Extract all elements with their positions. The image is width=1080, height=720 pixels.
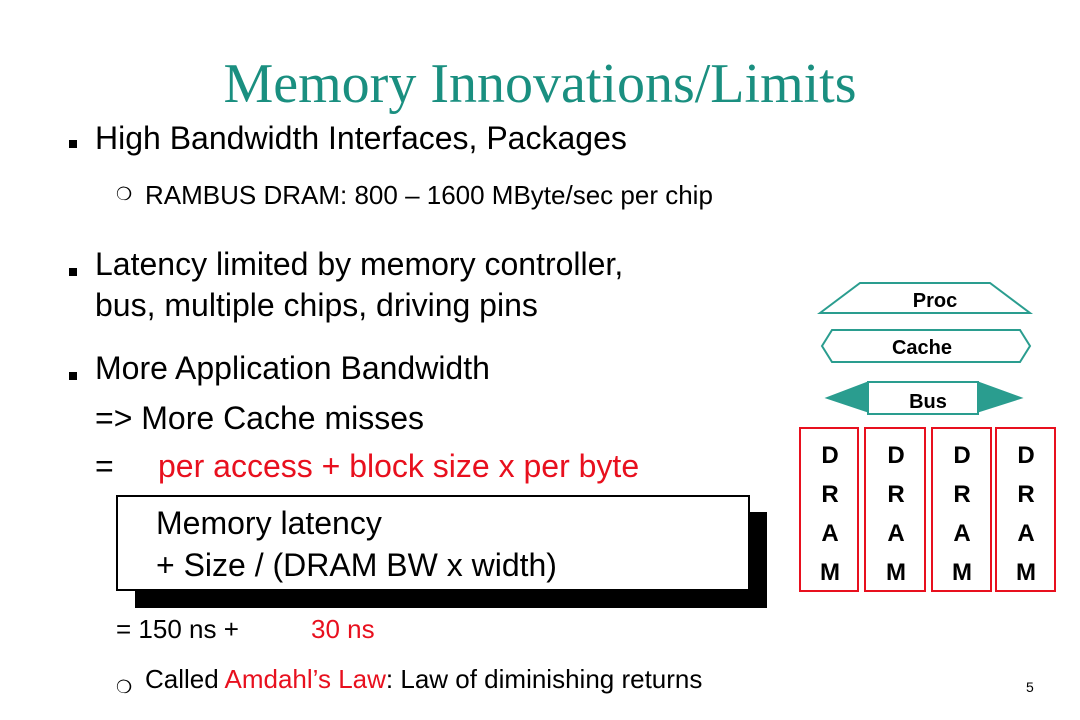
dram-letter-a: A [953,520,970,547]
amdahl-line: Called Amdahl’s Law: Law of diminishing … [145,664,702,695]
bullet-square-icon [69,372,77,380]
sub-bullet-icon: ❍ [116,184,133,204]
dram-letter-d: D [1017,442,1034,469]
dram-letter-m: M [952,559,972,586]
bullet-square-icon [69,268,77,276]
box-line-memory-latency: Memory latency [156,505,382,541]
proc-label: Proc [913,290,957,312]
proc-shape [817,282,1033,314]
dram-letter-d: D [821,442,838,469]
cache-label: Cache [892,337,952,359]
dram-letter-r: R [1017,481,1034,508]
bullet-latency-line2: bus, multiple chips, driving pins [95,287,538,323]
bullet-latency-line1: Latency limited by memory controller, [95,246,624,282]
dram-letter-m: M [820,559,840,586]
dram-letter-r: R [821,481,838,508]
dram-letter-r: R [887,481,904,508]
dram-letter-a: A [887,520,904,547]
dram-letter-d: D [887,442,904,469]
calc-red-value: 30 ns [311,614,375,644]
dram-chip-3: D R A M [931,427,992,592]
bus-arrow-shape [824,381,1024,413]
dram-chip-1: D R A M [799,427,859,592]
cache-shape [820,329,1032,363]
dram-chip-2: D R A M [864,427,926,592]
sub-bullet-icon: ❍ [116,677,133,697]
dram-letter-m: M [886,559,906,586]
bullet-app-bandwidth-line1: More Application Bandwidth [95,350,490,386]
amdahl-law-term: Amdahl’s Law [224,664,386,694]
bullet-app-bandwidth-line2: => More Cache misses [95,400,425,436]
bus-label: Bus [909,391,947,413]
dram-letter-d: D [953,442,970,469]
box-line-size-formula: + Size / (DRAM BW x width) [156,547,557,583]
dram-letter-m: M [1016,559,1036,586]
bullet-equals-sign: = [95,448,114,484]
bus-box [867,381,979,415]
dram-chip-4: D R A M [995,427,1056,592]
dram-letter-a: A [821,520,838,547]
bullet-high-bandwidth: High Bandwidth Interfaces, Packages [95,120,627,156]
amdahl-prefix: Called [145,664,219,694]
dram-letter-r: R [953,481,970,508]
dram-letter-a: A [1017,520,1034,547]
page-number: 5 [1026,679,1034,695]
amdahl-suffix: : Law of diminishing returns [385,664,703,694]
bullet-square-icon [69,140,77,148]
latency-box: Memory latency + Size / (DRAM BW x width… [116,495,750,591]
sub-bullet-rambus: RAMBUS DRAM: 800 – 1600 MByte/sec per ch… [145,180,713,210]
miss-cost-formula: per access + block size x per byte [158,448,640,484]
calc-prefix: = 150 ns + [116,614,239,644]
slide-title: Memory Innovations/Limits [223,53,857,115]
